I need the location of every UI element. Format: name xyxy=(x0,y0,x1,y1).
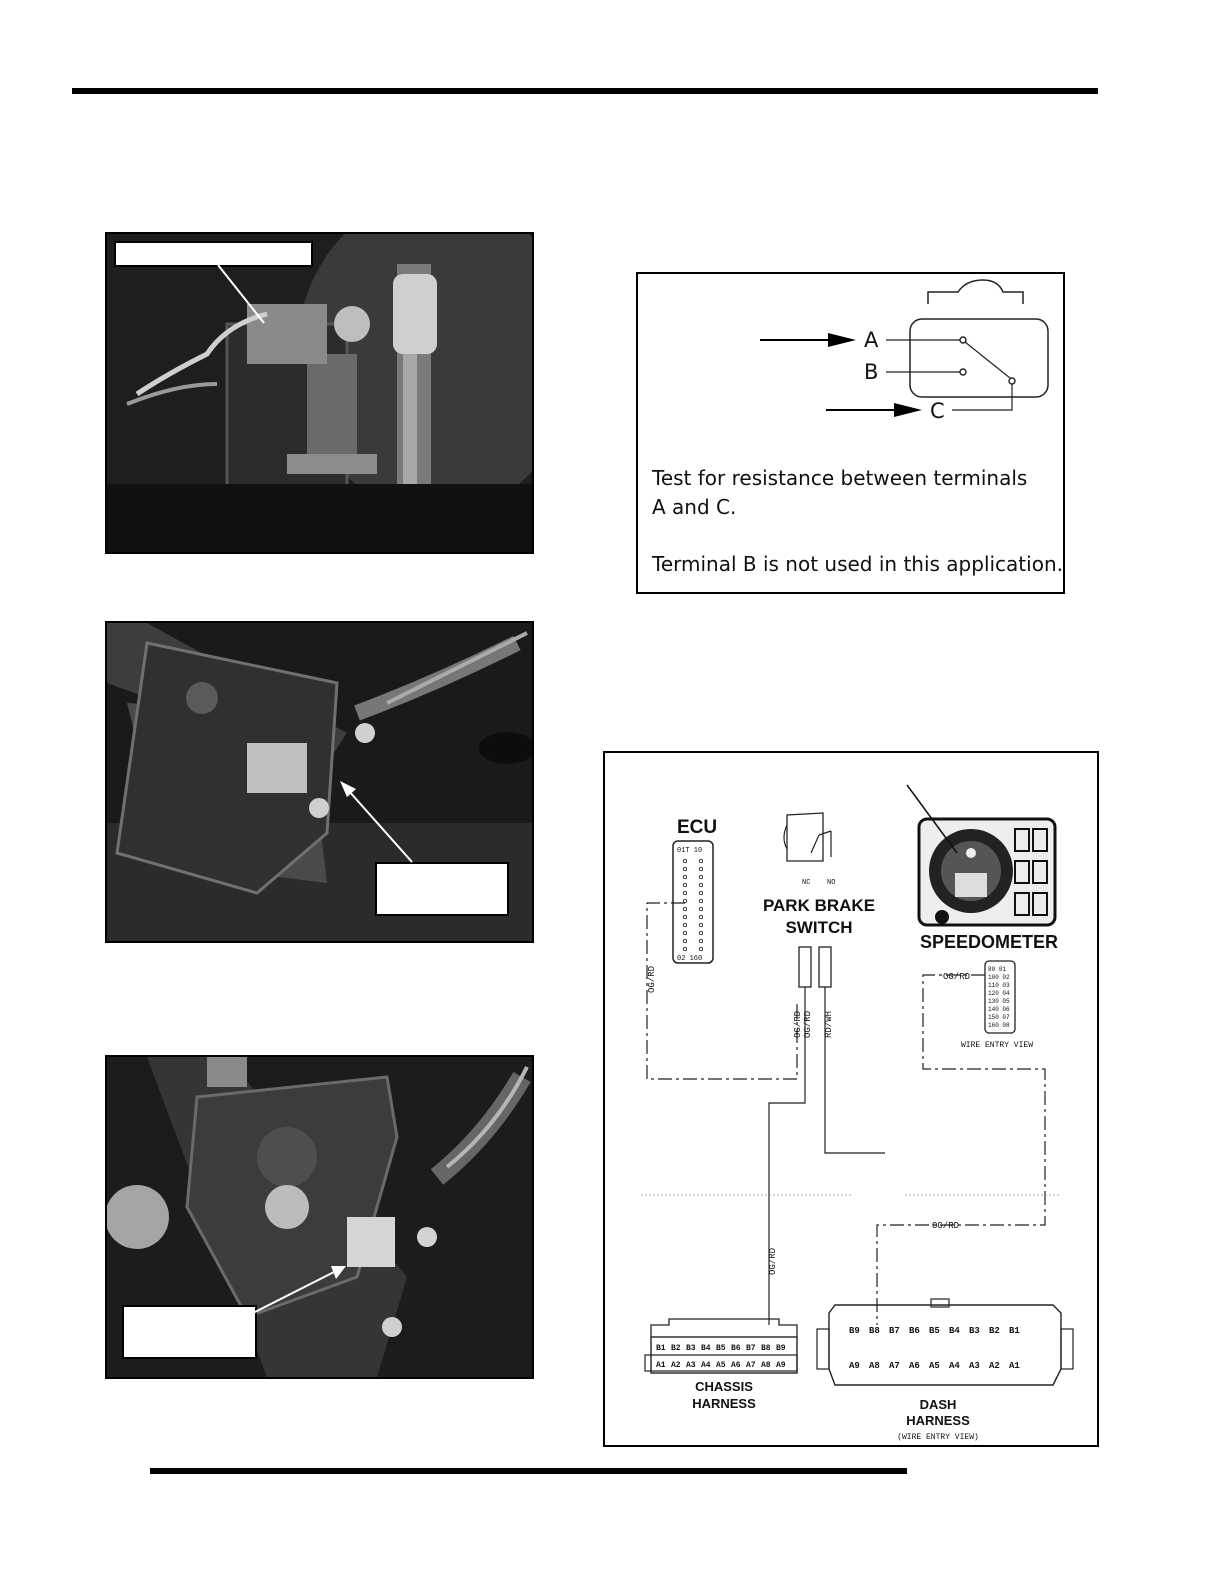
svg-text:A1: A1 xyxy=(1009,1361,1020,1371)
ecu-pin-holes xyxy=(683,859,704,951)
svg-text:110 03: 110 03 xyxy=(988,982,1010,989)
svg-text:120 04: 120 04 xyxy=(988,990,1010,997)
svg-text:A6: A6 xyxy=(909,1361,920,1371)
terminal-b-label: B xyxy=(864,360,879,384)
photo-1-label-box xyxy=(114,241,313,267)
rd-wh-wire xyxy=(824,987,885,1154)
switch-no: NO xyxy=(827,879,835,887)
svg-text:A7: A7 xyxy=(746,1361,756,1370)
svg-text:B4: B4 xyxy=(701,1344,711,1353)
dash-harness-connector: B9 B8 B7 B6 B5 B4 B3 B2 B1 A9 A8 A7 A6 A… xyxy=(816,1298,1074,1386)
photo-brake-switch-mount xyxy=(105,232,534,554)
ecu-wire-label: OG/RD xyxy=(647,966,657,993)
svg-text:100 02: 100 02 xyxy=(988,974,1010,981)
switch-symbol xyxy=(786,812,824,862)
svg-text:B1: B1 xyxy=(656,1344,666,1353)
svg-text:A7: A7 xyxy=(889,1361,900,1371)
svg-text:160 08: 160 08 xyxy=(988,1022,1010,1029)
svg-text:140 06: 140 06 xyxy=(988,1006,1010,1013)
speedo-wire-label: OG/RD xyxy=(943,972,970,982)
svg-text:A3: A3 xyxy=(686,1361,696,1370)
ecu-connector xyxy=(672,840,714,964)
speedometer-label: SPEEDOMETER xyxy=(920,932,1058,952)
svg-text:B4: B4 xyxy=(949,1326,960,1336)
svg-text:B8: B8 xyxy=(869,1326,880,1336)
dash-harness-label-1: DASH xyxy=(920,1397,957,1412)
speedo-pins: 80 01 100 02 110 03 120 04 130 05 140 06… xyxy=(988,966,1010,1029)
dash-harness-label-3: (WIRE ENTRY VIEW) xyxy=(897,1433,979,1442)
svg-text:B7: B7 xyxy=(889,1326,900,1336)
ecu-wire xyxy=(646,902,798,1080)
terminal-a-label: A xyxy=(864,328,879,352)
svg-text:130 05: 130 05 xyxy=(988,998,1010,1005)
test-instruction-line-1: Test for resistance between terminals xyxy=(652,466,1028,490)
test-instruction-line-2: A and C. xyxy=(652,495,737,519)
chassis-harness-label-1: CHASSIS xyxy=(695,1379,753,1394)
switch-nc: NC xyxy=(802,879,810,887)
svg-text:B5: B5 xyxy=(929,1326,940,1336)
svg-text:B6: B6 xyxy=(731,1344,741,1353)
svg-text:A8: A8 xyxy=(869,1361,880,1371)
svg-text:B1: B1 xyxy=(1009,1326,1020,1336)
svg-text:A8: A8 xyxy=(761,1361,771,1370)
chassis-wire-label: OG/RD xyxy=(768,1248,778,1275)
switch-wire-label-2: OG/RD xyxy=(793,1011,803,1038)
svg-text:80 01: 80 01 xyxy=(988,966,1006,973)
rd-wh-wire-label: RD/WH xyxy=(824,1011,834,1038)
svg-text:A4: A4 xyxy=(701,1361,711,1370)
terminal-c-label: C xyxy=(930,399,945,423)
dash-harness-label-2: HARNESS xyxy=(906,1413,970,1428)
svg-text:A4: A4 xyxy=(949,1361,960,1371)
footer-rule xyxy=(150,1468,907,1474)
svg-text:B2: B2 xyxy=(989,1326,1000,1336)
svg-text:B5: B5 xyxy=(716,1344,726,1353)
svg-text:150 07: 150 07 xyxy=(988,1014,1010,1021)
chassis-harness-label-2: HARNESS xyxy=(692,1396,756,1411)
svg-text:A3: A3 xyxy=(969,1361,980,1371)
chassis-wire xyxy=(768,987,806,1325)
svg-text:B8: B8 xyxy=(761,1344,771,1353)
svg-text:A2: A2 xyxy=(671,1361,681,1370)
svg-text:A5: A5 xyxy=(716,1361,726,1370)
wiring-diagram-panel: ECU 01T 10 02 160 NC NO PARK BRAKE SWITC… xyxy=(603,751,1099,1447)
switch-test-panel: A B C Test for resistance between termin… xyxy=(636,272,1065,594)
chassis-harness-connector: B1 B2 B3 B4 B5 B6 B7 B8 B9 A1 A2 A3 A4 A… xyxy=(644,1318,798,1374)
svg-text:B7: B7 xyxy=(746,1344,756,1353)
svg-text:B6: B6 xyxy=(909,1326,920,1336)
svg-text:B9: B9 xyxy=(776,1344,786,1353)
ecu-pins-bottom: 02 160 xyxy=(677,955,702,963)
svg-text:A2: A2 xyxy=(989,1361,1000,1371)
svg-text:A5: A5 xyxy=(929,1361,940,1371)
svg-text:A9: A9 xyxy=(849,1361,860,1371)
svg-text:B3: B3 xyxy=(969,1326,980,1336)
photo-2-label-box xyxy=(375,862,509,916)
switch-label-line-2: SWITCH xyxy=(785,918,852,937)
svg-text:B9: B9 xyxy=(849,1326,860,1336)
svg-text:A6: A6 xyxy=(731,1361,741,1370)
svg-text:B3: B3 xyxy=(686,1344,696,1353)
dash-wire xyxy=(876,974,1046,1325)
test-note: Terminal B is not used in this applicati… xyxy=(652,552,1063,576)
ecu-pins-top: 01T 10 xyxy=(677,847,702,855)
dash-wire-label: OG/RD xyxy=(932,1221,959,1231)
switch-wire-label-1: OG/RD xyxy=(803,1011,813,1038)
svg-text:A1: A1 xyxy=(656,1361,666,1370)
photo-3-label-box xyxy=(122,1305,257,1359)
wire-entry-view-label: WIRE ENTRY VIEW xyxy=(961,1041,1033,1050)
wiring-diagram: ECU 01T 10 02 160 NC NO PARK BRAKE SWITC… xyxy=(641,784,1074,1442)
ecu-label: ECU xyxy=(677,817,717,838)
svg-text:B2: B2 xyxy=(671,1344,681,1353)
switch-schematic xyxy=(760,279,1049,417)
switch-label-line-1: PARK BRAKE xyxy=(763,896,875,915)
header-rule xyxy=(72,88,1098,94)
svg-text:A9: A9 xyxy=(776,1361,786,1370)
